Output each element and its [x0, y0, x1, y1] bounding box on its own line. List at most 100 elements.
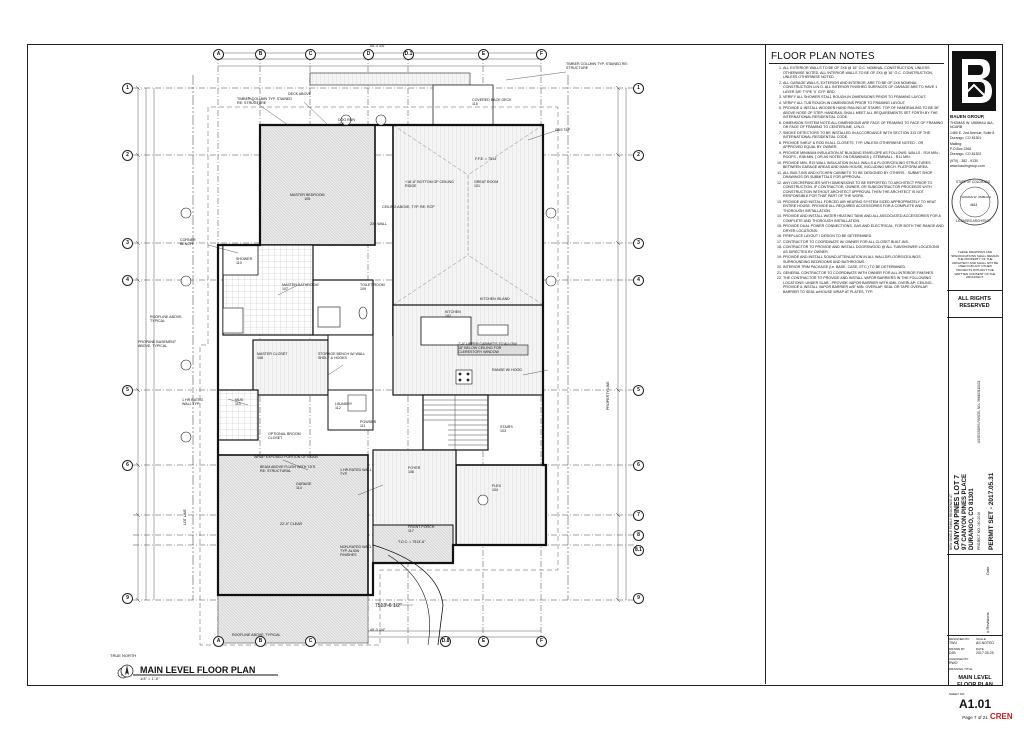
note-item: CONTRACTOR TO PROVIDE AND INSTALL DOORSW…: [783, 245, 944, 254]
notes-column-border: [765, 44, 948, 684]
project-city: DURANGO, CO 81301: [969, 488, 975, 550]
overall-width-dimension-bottom: 45'-3 3/4": [370, 628, 386, 632]
firm-principal: THOMAS W. UMBHAU AIA, NCARB: [950, 121, 994, 130]
grid-bubble-row-8-right: 8: [633, 530, 644, 541]
note-ceiling-ridge: +18'-8" BOTTOM OF CEILING RIDGE: [405, 180, 454, 188]
sheet-number: A1.01: [958, 697, 992, 711]
firm-website[interactable]: www.bauengroup.com: [950, 164, 1000, 168]
note-ffe-great-room: F.F.E. = 7514': [475, 157, 497, 161]
project-address: 97 CANYON PINES PLACE: [962, 473, 968, 550]
architect-seal: STATE OF COLORADO THOMAS W. UMBHAU 4643 …: [950, 177, 1000, 242]
note-item: ALL BUILT-INS AND KITCHEN CABINETS TO BE…: [783, 171, 944, 180]
note-2x6-wall: 2X6 WALL: [370, 222, 388, 226]
rights-section: ALL RIGHTS RESERVED: [947, 290, 1002, 317]
project-small-label: NEW SINGLE FAMILY RESIDENCE AT: [949, 494, 953, 550]
project-name: CANYON PINES LOT 7: [954, 474, 961, 550]
firm-address-2: Durango, CO 81301: [950, 136, 982, 140]
note-beam-above: BEAM ABOVE FLUSH WITH TJI'S RE: STRUCTUR…: [260, 465, 316, 473]
note-gas-tap: GAS TAP: [555, 128, 571, 132]
note-item: SMOKE DETECTORS TO BE INSTALLED IN ACCOR…: [783, 131, 944, 140]
grid-bubble-row-5-right: 5: [633, 385, 644, 396]
note-item: PROVIDE AND INSTALL WATER HEATING TANK A…: [783, 214, 944, 223]
note-wrap-beam: WRAP EXPOSED PORTION OF BEAM: [254, 455, 318, 459]
note-garage-clear: 22'-0" CLEAR: [280, 522, 303, 526]
grid-bubble-row-1-right: 1: [633, 83, 644, 94]
revisions-section: # Revisions Date: [947, 554, 1002, 635]
note-lot-line-left: LOT LINE: [183, 509, 187, 525]
note-item: PROVIDE MINIMUM INSULATION AT BUILDING E…: [783, 151, 944, 160]
note-roofline-above-bottom: ROOFLINE ABOVE, TYPICAL: [232, 633, 281, 637]
note-property-line: PROPERTY LINE: [606, 381, 610, 410]
grid-bubble-bottom-c: C: [305, 636, 316, 647]
date-field-label: DATE: [976, 647, 984, 651]
firm-logo-icon: [952, 51, 996, 116]
grid-bubble-row-9-right: 9: [633, 593, 644, 604]
grid-bubble-row-2-right: 2: [633, 150, 644, 161]
seal-icon: [951, 178, 999, 226]
firm-website-link[interactable]: www.bauengroup.com: [950, 164, 985, 168]
note-item: ALL GARAGE WALLS, EXTERIOR AND INTERIOR,…: [783, 81, 944, 95]
scale-value: AS NOTED: [976, 641, 994, 645]
note-item: THE CONTRACTOR TO PROVIDE AND INSTALL VA…: [783, 276, 944, 294]
note-item: VERIFY ALL SHOWER STALL ROUGH-IN DIMENSI…: [783, 95, 944, 100]
firm-address-1: 1480 E. 2nd Avenue, Suite 8: [950, 131, 995, 135]
note-item: CONTRACTOR TO COORDINATE W/ OWNER FOR AL…: [783, 240, 944, 245]
grid-bubble-bottom-b: B: [255, 636, 266, 647]
checked-by-label: CHECKED BY: [949, 657, 969, 661]
note-1hr-rated-wall-garage: 1 HR RATED WALL TYP.: [340, 468, 372, 476]
grid-bubble-row-2: 2: [122, 150, 133, 161]
note-non-rated-wall: NON-RATED WALL TYP. ALIGN FINISHES: [340, 545, 372, 557]
floor-plan-drawing: [117, 50, 638, 679]
grid-bubble-row-8-1-right: 8.1: [633, 545, 644, 556]
north-arrow-label: TRUE NORTH: [110, 653, 137, 658]
watermark-text: CREN: [990, 712, 1013, 721]
note-item: PROVIDE AND INSTALL SOUND ATTENUATION IN…: [783, 255, 944, 264]
grid-bubble-bottom-a: A: [213, 636, 224, 647]
seal-name: THOMAS W. UMBHAU: [960, 195, 992, 199]
note-1hr-rated-wall-left: 1 HR RATED WALL TYP.: [182, 398, 204, 406]
firm-mailing-1: P.O.Box 2364: [950, 147, 972, 151]
north-arrow-icon: [120, 664, 134, 683]
grid-bubble-bottom-e: E: [478, 636, 489, 647]
project-number: PROJECT NO. 040-2016: [977, 511, 981, 550]
grid-bubble-b: B: [255, 49, 266, 60]
floor-plan-notes-list: ALL EXTERIOR WALLS TO BE OF 2X6 @ 16" O.…: [769, 66, 944, 294]
note-upper-cabinets: 7'-0" UPPER CABINETS TO ALLOW 18" BELOW …: [458, 342, 517, 354]
watermark: CREN: [990, 712, 1013, 721]
overall-width-dimension: 45'-3 3/4": [370, 44, 386, 48]
grid-bubble-a: A: [213, 49, 224, 60]
revisions-label: # Revisions: [985, 612, 990, 633]
note-corner-bench: CORNER BENCH: [180, 238, 196, 246]
firm-phone: (970) - 382 - 9130: [950, 159, 979, 163]
grid-bubble-row-7-right: 7: [633, 510, 644, 521]
grid-bubble-c: C: [305, 49, 316, 60]
drawing-scale: 1/4" = 1'-0": [140, 676, 160, 681]
note-toc: T.O.C. = 7513'-6": [398, 540, 426, 544]
floor-plan-notes-heading: FLOOR PLAN NOTES: [769, 50, 944, 64]
grid-bubble-row-3-right: 3: [633, 238, 644, 249]
floor-plan-notes: FLOOR PLAN NOTES ALL EXTERIOR WALLS TO B…: [769, 50, 944, 350]
grid-bubble-row-6: 6: [122, 460, 133, 471]
note-item: INTERIOR TRIM PACKAGE (i.e. BASE, CASE, …: [783, 265, 944, 270]
grid-bubble-row-4: 4: [122, 275, 133, 286]
note-roofline-above-left: ROOFLINE ABOVE, TYPICAL: [150, 315, 183, 323]
grid-bubble-row-4-right: 4: [633, 275, 644, 286]
note-item: FIREPLACE LAYOUT / DESIGN TO BE DETERMIN…: [783, 234, 944, 239]
note-item: PROVIDE SHELF & ROD IN ALL CLOSETS, TYP.…: [783, 141, 944, 150]
date-value: 2017.05.25: [976, 651, 994, 655]
grid-bubble-d: D: [363, 49, 374, 60]
note-storage-bench: STORAGE BENCH W/ WALL SHELF & HOOKS: [318, 352, 365, 360]
sheet-info-section: DESIGNED BY TWU SCALE AS NOTED DRAWN BY …: [947, 635, 1002, 730]
note-item: ALL EXTERIOR WALLS TO BE OF 2X6 @ 16" O.…: [783, 66, 944, 80]
note-item: PROVIDE DUAL POWER CONNECTIONS, GAS AND …: [783, 224, 944, 233]
